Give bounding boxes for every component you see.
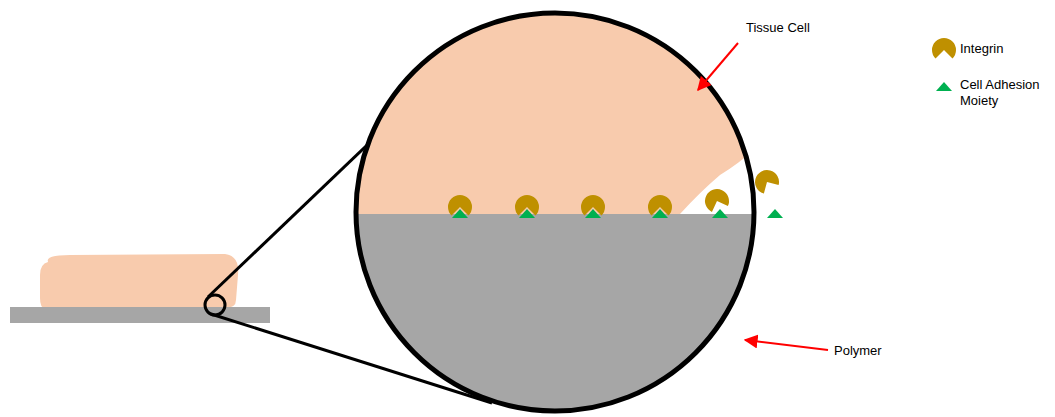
legend-label: Integrin <box>960 41 1050 57</box>
zoom-circle <box>356 13 754 411</box>
leader-arrow <box>698 43 738 90</box>
cell-overview <box>40 254 238 308</box>
part-label: Polymer <box>834 343 882 359</box>
polymer-region <box>350 214 770 417</box>
magnifier-ring <box>205 295 225 315</box>
integrin-unbound <box>702 166 783 218</box>
legend-label: Cell Adhesion Moiety <box>960 77 1050 108</box>
leader-arrow <box>745 340 828 350</box>
part-label: Tissue Cell <box>746 20 810 36</box>
integrin-bound <box>448 195 672 218</box>
legend-moiety-icon <box>936 82 952 91</box>
legend-integrin-icon <box>932 38 956 58</box>
tissue-cell-region <box>350 0 780 214</box>
